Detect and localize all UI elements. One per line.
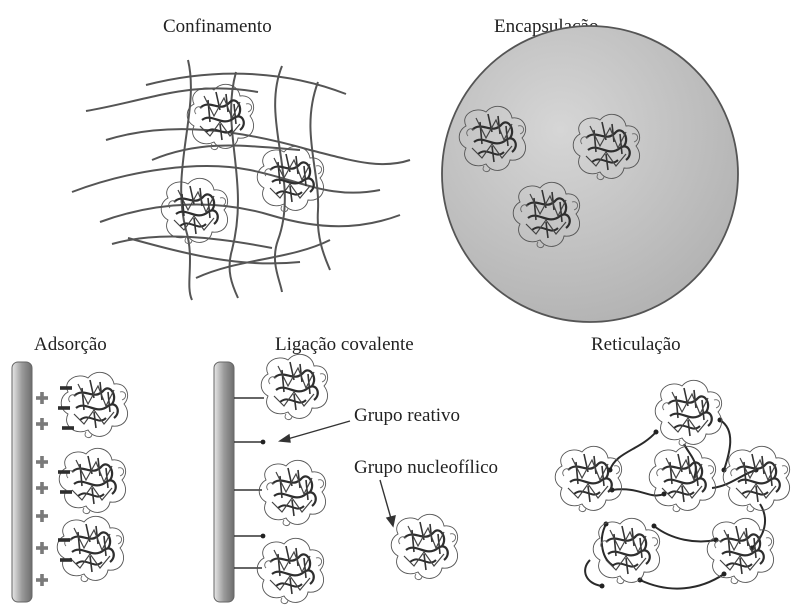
confinement-title: Confinamento (163, 16, 272, 37)
crosslinking-title: Reticulação (591, 334, 681, 355)
covalent-enzymes (256, 353, 329, 605)
reactive-group-label: Grupo reativo (354, 405, 461, 426)
adsorption-support (11, 361, 48, 603)
nucleophilic-group-label: Grupo nucleofílico (354, 457, 499, 478)
crosslinked-enzymes (554, 379, 791, 585)
confined-enzyme-3 (160, 177, 229, 245)
confinement-mesh (71, 59, 411, 301)
free-enzyme (390, 513, 459, 581)
adsorption-title: Adsorção (34, 334, 107, 355)
covalent-title: Ligação covalente (275, 334, 414, 355)
pointer-arrows (277, 420, 396, 528)
adsorption-enzymes (56, 371, 129, 583)
confined-enzyme-1 (186, 83, 255, 151)
